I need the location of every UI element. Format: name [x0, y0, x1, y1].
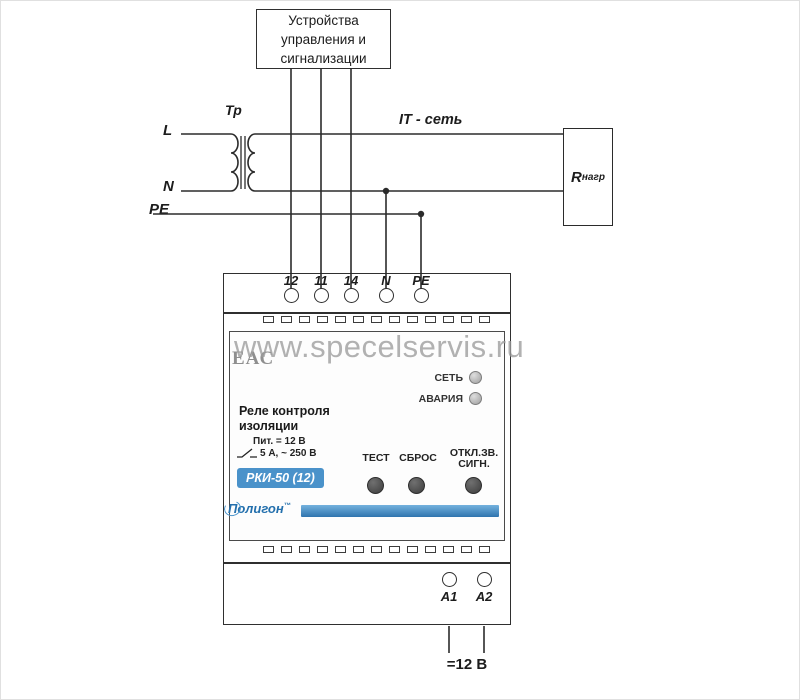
control-devices-box: Устройства управления и сигнализации	[256, 9, 391, 69]
terminal-11-label: 11	[314, 273, 328, 288]
eac-mark: ЕАС	[232, 348, 275, 369]
relay-bottom-terminal-block	[223, 563, 511, 625]
alarm-led	[469, 392, 482, 405]
load-label-subscript: нагр	[581, 171, 605, 183]
test-button-label: ТЕСТ	[362, 452, 390, 464]
vent-slots-top	[263, 316, 490, 323]
load-label: R	[571, 168, 582, 186]
reset-button	[408, 477, 425, 494]
terminal-14-screw	[343, 288, 359, 303]
reset-button-label: СБРОС	[399, 452, 437, 464]
control-box-line2: управления и	[281, 31, 366, 47]
terminal-12-screw	[283, 288, 299, 303]
device-title-line1: Реле контроля	[239, 404, 330, 418]
transformer-secondary-winding	[247, 133, 256, 192]
supply-voltage-label: =12 В	[446, 656, 488, 673]
terminal-14-label: 14	[343, 273, 359, 288]
transformer-primary-winding	[230, 133, 239, 192]
watermark-text: www.specelservis.ru	[234, 329, 525, 364]
terminal-pe: PE	[406, 274, 436, 303]
control-box-line3: сигнализации	[280, 50, 367, 66]
terminal-a2-screw	[476, 572, 492, 587]
relay-contact-icon	[237, 448, 257, 458]
terminal-n-screw	[378, 288, 394, 303]
phase-label: L	[163, 122, 173, 139]
mute-button-label: ОТКЛ.ЗВ. СИГН.	[447, 448, 501, 470]
junction-dot-pe	[417, 210, 425, 218]
alarm-led-label: АВАРИЯ	[418, 393, 463, 405]
power-led	[469, 371, 482, 384]
terminal-14: 14	[336, 274, 366, 303]
terminal-a2: А2	[469, 572, 499, 604]
terminal-a1-label: А1	[440, 589, 458, 604]
junction-dot-n	[382, 187, 390, 195]
terminal-pe-screw	[413, 288, 429, 303]
control-box-line1: Устройства	[288, 12, 359, 28]
mute-button-label-line1: ОТКЛ.ЗВ.	[449, 447, 499, 459]
transformer-label: Тр	[225, 102, 242, 118]
terminal-a2-label: А2	[475, 589, 493, 604]
brand-trademark: ™	[283, 502, 291, 510]
terminal-12-label: 12	[283, 273, 299, 288]
mute-button-label-line2: СИГН.	[458, 458, 490, 470]
terminal-n: N	[371, 274, 401, 303]
contact-rating-row: 5 А, ~ 250 В	[237, 448, 316, 459]
terminal-12: 12	[276, 274, 306, 303]
earth-label: PE	[149, 201, 170, 218]
terminal-a1-screw	[441, 572, 457, 587]
terminal-11-screw	[313, 288, 329, 303]
brand-blue-bar	[301, 505, 499, 517]
contact-rating-label: 5 А, ~ 250 В	[260, 448, 317, 459]
vent-slots-bottom	[263, 546, 490, 553]
supply-rating-label: Пит. = 12 В	[253, 436, 306, 447]
model-badge: РКИ-50 (12)	[237, 468, 324, 488]
neutral-label: N	[163, 178, 174, 195]
test-button	[367, 477, 384, 494]
it-network-label: IT - сеть	[399, 112, 463, 128]
mute-button	[465, 477, 482, 494]
device-title-line2: изоляции	[239, 419, 299, 433]
relay-top-terminal-block	[223, 273, 511, 313]
terminal-a1: А1	[434, 572, 464, 604]
terminal-11: 11	[306, 274, 336, 303]
brand-name: Полигон	[228, 501, 284, 516]
brand-logo: Полигон™	[222, 498, 291, 519]
terminal-n-label: N	[381, 273, 391, 288]
power-led-label: СЕТЬ	[434, 372, 463, 384]
terminal-pe-label: PE	[412, 273, 430, 288]
